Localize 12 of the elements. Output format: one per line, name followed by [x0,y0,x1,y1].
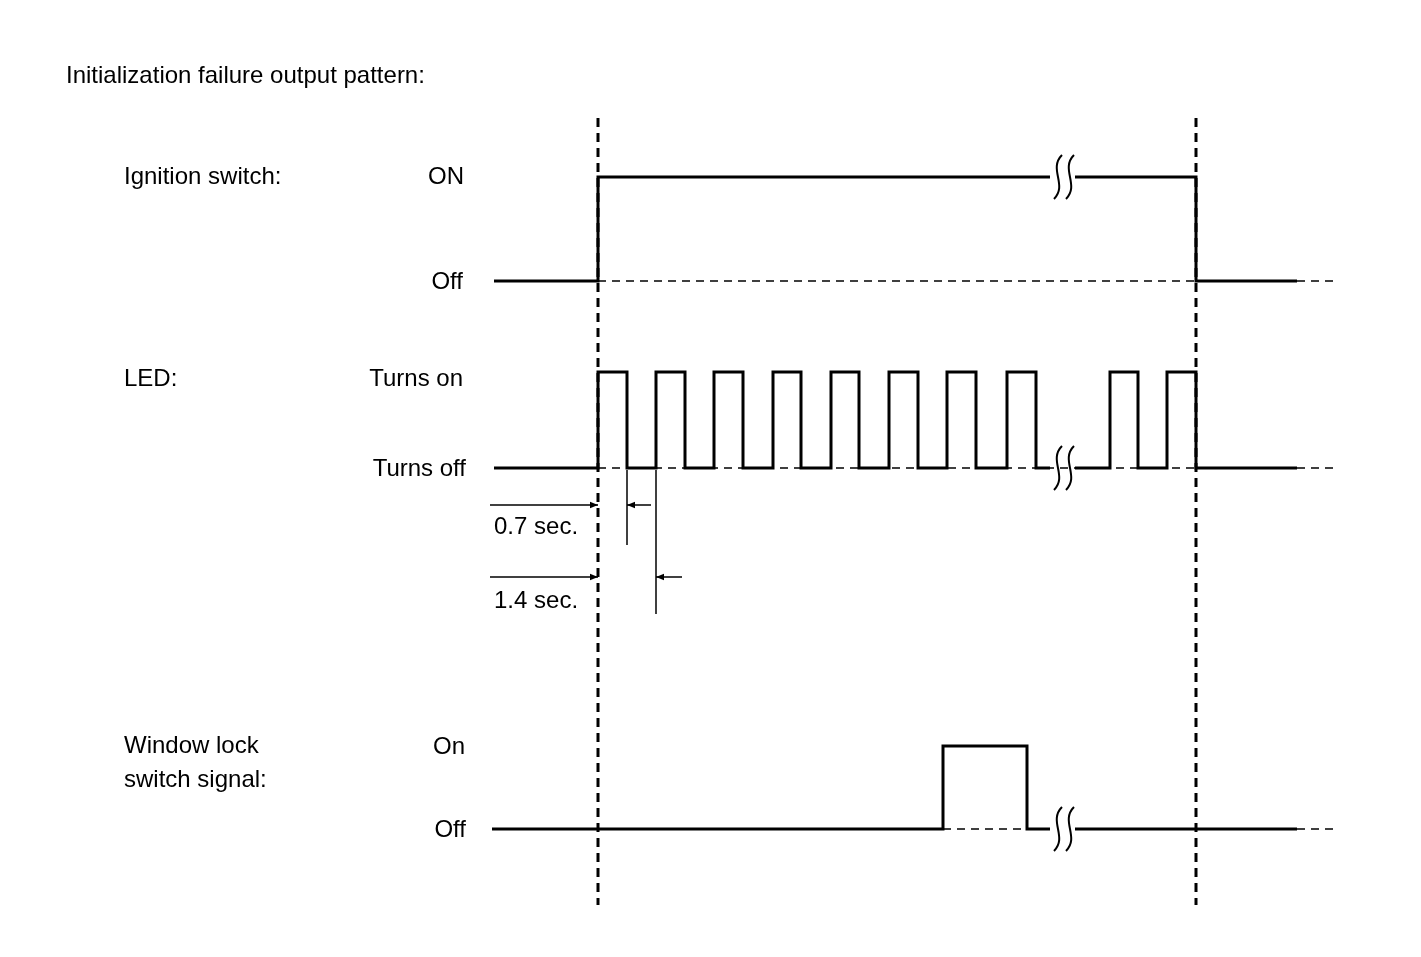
state-label: Turns on [369,363,463,393]
state-label: Turns off [372,453,466,483]
state-label: Off [434,814,466,844]
state-label: On [433,731,465,761]
duration-label: 1.4 sec. [494,585,579,615]
signal-name: LED: [124,363,178,393]
duration-label: 0.7 sec. [494,511,579,541]
state-label: ON [428,161,464,191]
signal-name: Ignition switch: [124,161,282,191]
signal-name: Window lock switch signal: [124,730,268,794]
state-label: Off [431,266,463,296]
diagram-title: Initialization failure output pattern: [66,60,425,90]
